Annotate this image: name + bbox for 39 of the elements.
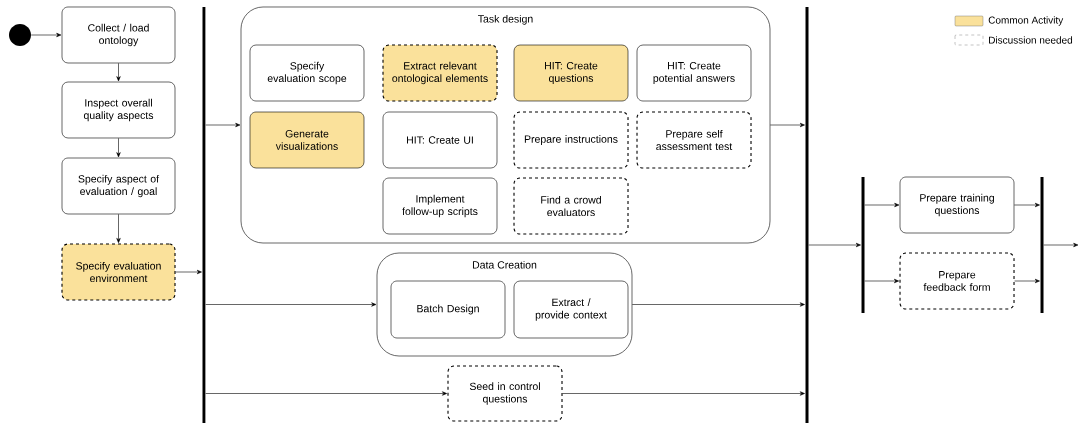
arrow — [1043, 242, 1079, 248]
activity-box: Batch Design — [390, 280, 506, 339]
activity-box: Extract relevant ontological elements — [382, 44, 498, 102]
activity-box: HIT: Create UI — [382, 111, 498, 169]
arrow — [30, 32, 62, 38]
activity-box: Prepare self assessment test — [636, 111, 752, 169]
arrow — [175, 269, 202, 275]
arrow — [205, 122, 241, 128]
arrow — [808, 242, 861, 248]
legend-label: Common Activity — [988, 16, 1064, 26]
activity-box: Collect / load ontology — [61, 6, 176, 64]
activity-box: Prepare feedback form — [899, 252, 1015, 310]
activity-box: HIT: Create questions — [513, 44, 629, 102]
activity-box: HIT: Create potential answers — [636, 44, 752, 102]
activity-box: Seed in control questions — [447, 365, 563, 422]
arrow — [562, 391, 805, 396]
arrow — [205, 302, 377, 307]
arrow — [205, 391, 447, 396]
arrow — [770, 122, 805, 128]
arrow — [1014, 202, 1040, 208]
activity-box: Prepare training questions — [899, 176, 1015, 234]
start-dot — [9, 24, 31, 46]
arrow — [116, 63, 121, 82]
arrow — [116, 214, 121, 243]
legend-label: Discussion needed — [989, 36, 1073, 44]
activity-box: Specify aspect of evaluation / goal — [61, 157, 176, 215]
activity-box: Specify evaluation environment — [61, 243, 176, 301]
activity-box: Inspect overall quality aspects — [61, 81, 176, 139]
activity-box: Prepare instructions — [513, 111, 629, 169]
arrow — [1014, 278, 1040, 284]
arrow — [864, 202, 900, 208]
activity-box: Generate visualizations — [249, 111, 365, 169]
activity-box: Specify evaluation scope — [249, 44, 365, 102]
arrow — [632, 302, 805, 307]
activity-box: Implement follow-up scripts — [382, 177, 498, 235]
activity-box: Extract / provide context — [513, 280, 629, 339]
activity-box: Find a crowd evaluators — [513, 177, 629, 235]
arrow — [116, 138, 121, 158]
arrow — [864, 278, 899, 284]
